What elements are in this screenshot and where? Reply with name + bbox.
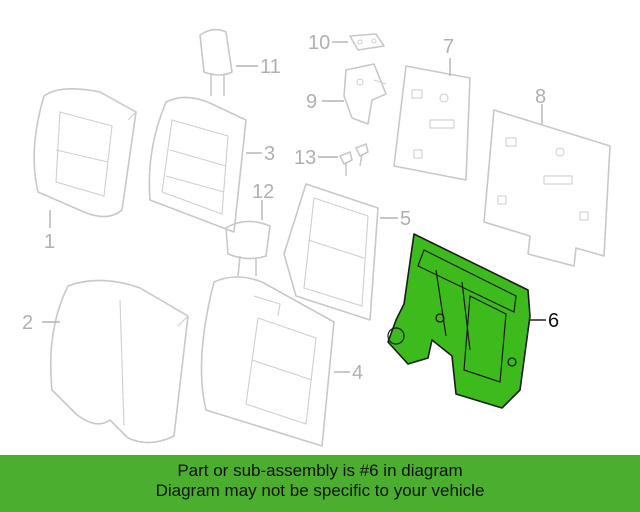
part-4-seatback-assembly[interactable]	[200, 276, 335, 447]
part-8-panel[interactable]	[483, 109, 611, 267]
part-2-seat-cushion[interactable]	[49, 279, 189, 444]
part-10-bracket[interactable]	[349, 33, 385, 51]
callout-11: 11	[260, 56, 281, 78]
part-5-frame[interactable]	[283, 183, 379, 321]
part-11-headrest[interactable]	[199, 28, 233, 96]
callout-10: 10	[308, 32, 330, 54]
callout-1: 1	[44, 231, 55, 253]
parts-diagram: 11 1 3 10 9 13	[22, 28, 611, 447]
part-1-seatback-cushion[interactable]	[33, 88, 137, 218]
callout-6: 6	[548, 310, 559, 332]
callout-5: 5	[400, 208, 411, 230]
callout-12: 12	[252, 181, 274, 203]
callout-9: 9	[306, 91, 317, 113]
callout-7: 7	[443, 36, 454, 58]
part-12-headrest[interactable]	[225, 220, 271, 277]
part-6-seatback-frame-highlighted[interactable]	[387, 233, 531, 409]
callout-8: 8	[535, 86, 546, 108]
banner-line-2: Diagram may not be specific to your vehi…	[155, 481, 485, 500]
part-3-seatback-pad[interactable]	[148, 96, 247, 233]
callout-4: 4	[352, 362, 363, 384]
part-7-panel[interactable]	[393, 65, 471, 181]
banner-line-1: Part or sub-assembly is #6 in diagram	[177, 461, 463, 480]
part-13-bolts[interactable]	[339, 143, 369, 176]
info-banner: Part or sub-assembly is #6 in diagram Di…	[0, 455, 640, 512]
callout-13: 13	[294, 147, 316, 169]
callout-3: 3	[264, 143, 275, 165]
part-9-latch[interactable]	[343, 63, 387, 125]
callout-2: 2	[22, 312, 33, 334]
